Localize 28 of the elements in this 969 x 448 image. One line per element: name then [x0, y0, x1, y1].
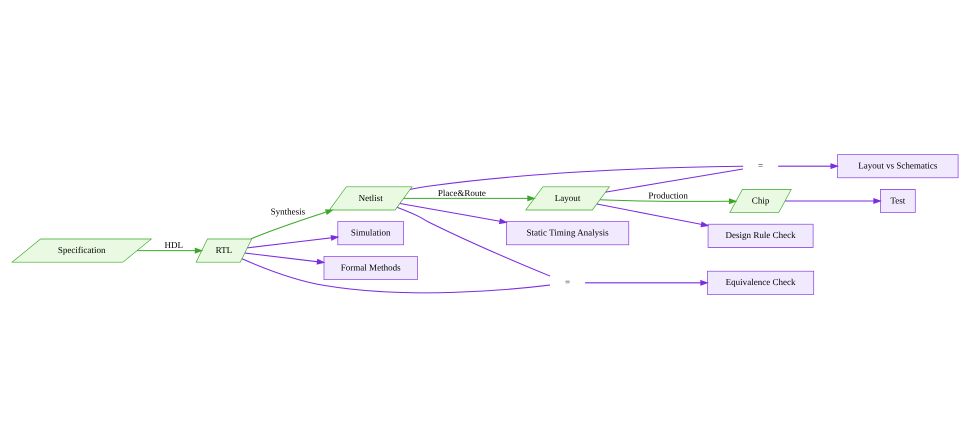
node-box: Design Rule Check	[707, 223, 813, 248]
node-text: =	[564, 276, 570, 287]
arrow	[584, 279, 708, 286]
arrow	[246, 234, 339, 248]
connector	[410, 165, 743, 190]
arrow	[600, 198, 737, 204]
node-box: Equivalence Check	[706, 270, 814, 294]
edge-label: Place&Route	[437, 187, 486, 198]
arrow	[244, 252, 325, 264]
node-box: Static Timing Analysis	[506, 220, 629, 245]
node-box: Test	[880, 188, 916, 212]
node-box: Layout vs Schematics	[836, 154, 958, 178]
node-box: Formal Methods	[323, 256, 418, 280]
node-box: Simulation	[337, 220, 404, 245]
edge-label: Production	[648, 190, 688, 200]
arrow	[784, 198, 882, 204]
connector	[241, 258, 550, 293]
edge-label: Synthesis	[270, 206, 305, 216]
node-text: =	[758, 160, 763, 170]
arrow	[596, 202, 709, 227]
arrow	[136, 247, 203, 254]
arrow	[778, 162, 838, 169]
connector	[396, 206, 550, 276]
arrow	[403, 194, 536, 201]
arrow	[250, 208, 334, 239]
edge-label: HDL	[164, 240, 182, 250]
arrow	[399, 202, 508, 224]
connector	[605, 168, 743, 192]
